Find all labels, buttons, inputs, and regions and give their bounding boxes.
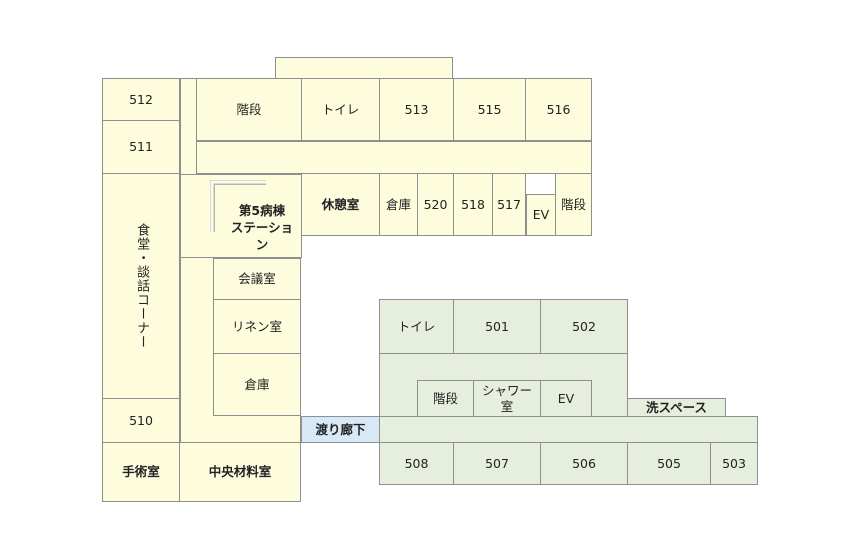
toilet-south-label: トイレ <box>397 318 436 334</box>
stairs-north-label: 階段 <box>236 101 262 117</box>
toilet-north[interactable]: トイレ <box>301 78 380 141</box>
stairs-south[interactable]: 階段 <box>417 380 474 417</box>
nurse-station-counter-icon <box>210 180 266 232</box>
room-516[interactable]: 516 <box>525 78 592 141</box>
wash-space-label: 洗スペース <box>645 399 707 415</box>
room-515-label: 515 <box>477 101 502 117</box>
linen-room-label: リネン室 <box>231 318 282 334</box>
room-510-label: 510 <box>129 412 153 428</box>
toilet-north-label: トイレ <box>321 101 360 117</box>
dining-lounge-label: 食堂・談話コーナー <box>134 223 150 349</box>
linen-room[interactable]: リネン室 <box>213 299 301 354</box>
room-503-label: 503 <box>722 455 746 471</box>
room-512-label: 512 <box>129 91 153 107</box>
room-505-label: 505 <box>657 455 681 471</box>
room-506-label: 506 <box>572 455 596 471</box>
nurse-station-label[interactable]: 第5病棟 ステーション <box>226 203 298 254</box>
room-507[interactable]: 507 <box>453 442 541 485</box>
toilet-south[interactable]: トイレ <box>379 299 454 354</box>
nurse-station-area <box>180 174 302 258</box>
room-518[interactable]: 518 <box>453 173 493 236</box>
elevator-south[interactable]: EV <box>540 380 592 417</box>
room-506[interactable]: 506 <box>540 442 628 485</box>
central-supply-room[interactable]: 中央材料室 <box>179 442 301 502</box>
storage-east-label: 倉庫 <box>385 196 411 212</box>
room-501[interactable]: 501 <box>453 299 541 354</box>
dining-lounge-corner[interactable]: 食堂・談話コーナー <box>102 173 180 399</box>
room-507-label: 507 <box>485 455 509 471</box>
meeting-room[interactable]: 会議室 <box>213 258 301 300</box>
stairs-south-label: 階段 <box>432 390 458 406</box>
stairs-east-label: 階段 <box>560 196 586 212</box>
meeting-room-label: 会議室 <box>238 271 276 287</box>
room-510[interactable]: 510 <box>102 398 180 443</box>
south-wing-corridor <box>379 416 758 443</box>
shower-room-label-line1: シャワー <box>481 382 532 398</box>
connecting-corridor-label: 渡り廊下 <box>315 421 366 437</box>
room-518-label: 518 <box>461 196 485 212</box>
connecting-corridor[interactable]: 渡り廊下 <box>301 416 380 443</box>
room-520[interactable]: 520 <box>417 173 454 236</box>
operating-room-label: 手術室 <box>122 464 160 480</box>
stairs-north[interactable]: 階段 <box>196 78 302 141</box>
elevator-north[interactable]: EV <box>526 194 556 236</box>
room-501-label: 501 <box>485 318 509 334</box>
room-511[interactable]: 511 <box>102 120 180 174</box>
lounge-room[interactable]: 休憩室 <box>301 173 380 236</box>
storage-east[interactable]: 倉庫 <box>379 173 418 236</box>
central-supply-label: 中央材料室 <box>208 464 272 480</box>
operating-room[interactable]: 手術室 <box>102 442 180 502</box>
stairs-east[interactable]: 階段 <box>555 173 592 236</box>
room-508-label: 508 <box>404 455 429 471</box>
room-513[interactable]: 513 <box>379 78 454 141</box>
lounge-label: 休憩室 <box>321 196 360 212</box>
room-513-label: 513 <box>404 101 429 117</box>
room-502[interactable]: 502 <box>540 299 628 354</box>
room-503[interactable]: 503 <box>710 442 758 485</box>
room-520-label: 520 <box>423 196 448 212</box>
room-511-label: 511 <box>129 139 153 155</box>
corridor-north <box>196 141 592 174</box>
storage-west[interactable]: 倉庫 <box>213 353 301 416</box>
room-502-label: 502 <box>572 318 596 334</box>
storage-west-label: 倉庫 <box>244 376 270 392</box>
wash-space[interactable]: 洗スペース <box>627 398 726 417</box>
nurse-station-name: 第5病棟 <box>238 203 286 218</box>
room-505[interactable]: 505 <box>627 442 711 485</box>
room-517-label: 517 <box>497 196 521 212</box>
nurse-station-subtitle: ステーション <box>230 219 294 252</box>
shower-room[interactable]: シャワー 室 <box>473 380 541 417</box>
room-508[interactable]: 508 <box>379 442 454 485</box>
elevator-south-label: EV <box>557 390 575 406</box>
room-517[interactable]: 517 <box>492 173 526 236</box>
room-515[interactable]: 515 <box>453 78 526 141</box>
shower-room-label-line2: 室 <box>500 398 514 414</box>
room-516-label: 516 <box>546 101 571 117</box>
elevator-north-label: EV <box>532 207 550 223</box>
room-512[interactable]: 512 <box>102 78 180 121</box>
building-top-annex <box>275 57 453 79</box>
